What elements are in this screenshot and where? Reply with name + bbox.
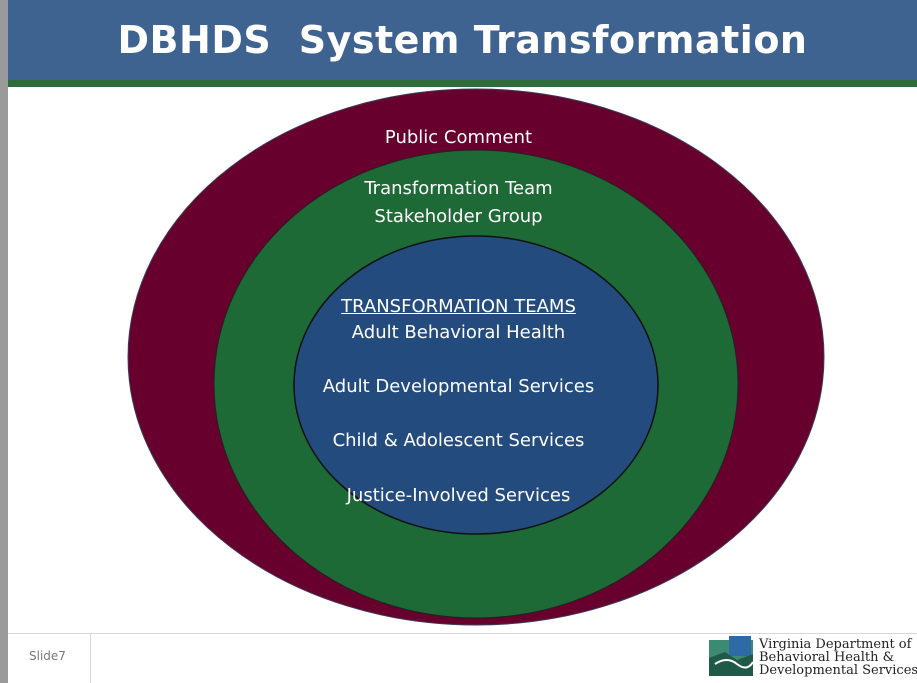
logo-text-line3: Developmental Services — [759, 662, 917, 678]
title-bar: DBHDS System Transformation — [8, 0, 917, 80]
dbhds-logo: Virginia Department of Behavioral Health… — [707, 633, 917, 681]
inner-circle-item: Adult Behavioral Health — [351, 322, 566, 343]
virginia-dbhds-logo-icon — [709, 636, 754, 676]
inner-circle — [293, 235, 659, 535]
logo-text-line1: Virginia Department of — [759, 636, 912, 652]
middle-ring-label-line1: Transformation Team — [364, 178, 553, 199]
inner-circle-item: Justice-Involved Services — [346, 485, 571, 506]
footer-slide-number-divider — [90, 633, 91, 683]
left-edge-rule — [0, 0, 8, 683]
slide-number: Slide7 — [29, 649, 66, 663]
logo-text-line2: Behavioral Health & — [759, 649, 895, 665]
slide-title: DBHDS System Transformation — [117, 18, 808, 62]
title-underline — [8, 80, 917, 87]
outer-ring-label: Public Comment — [384, 127, 533, 148]
inner-circle-heading: TRANSFORMATION TEAMS — [341, 296, 576, 317]
footer-divider-line — [8, 633, 917, 634]
inner-circle-item: Child & Adolescent Services — [332, 430, 585, 451]
inner-circle-item: Adult Developmental Services — [322, 376, 595, 397]
middle-ring-label-line2: Stakeholder Group — [374, 206, 543, 227]
